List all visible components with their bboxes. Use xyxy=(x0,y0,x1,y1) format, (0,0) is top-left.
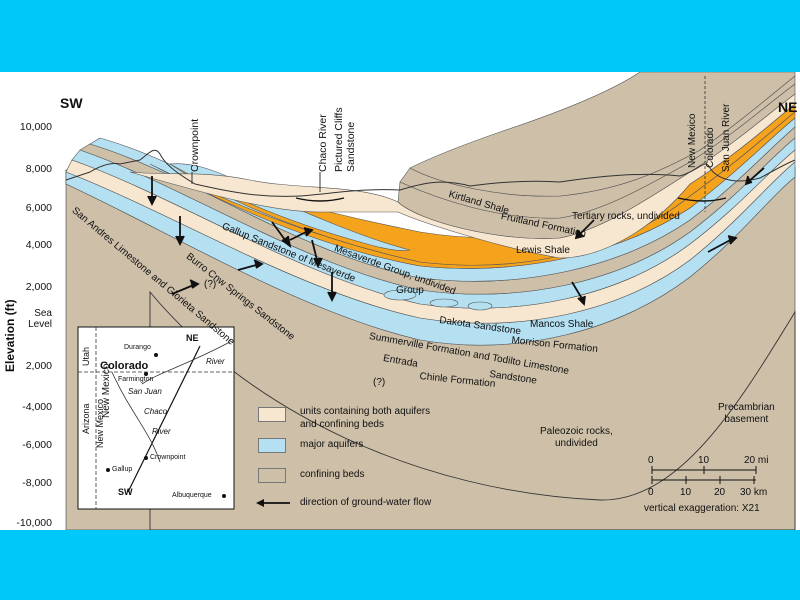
legend-label-confining: confining beds xyxy=(300,469,365,480)
tick-2000: 2,000 xyxy=(25,281,52,293)
aquifer-lens-3 xyxy=(467,301,493,311)
inset-basin-outline xyxy=(111,371,161,463)
tick-10000: 10,000 xyxy=(19,121,52,133)
inset-albuquerque-label: Albuquerque xyxy=(172,492,212,499)
inset-river-label: River xyxy=(152,427,171,436)
legend-arrowhead xyxy=(256,499,264,507)
scale-km-20: 20 xyxy=(714,487,726,498)
inset-crownpoint-label: Crownpoint xyxy=(150,454,186,461)
inset-new-mexico-2-label: New Mexico xyxy=(101,363,112,418)
flow-arrows xyxy=(147,167,765,306)
inset-towns xyxy=(106,353,226,498)
cross-section-figure xyxy=(65,72,796,530)
aquifer-lens-1 xyxy=(383,289,417,301)
paleozoic-rocks-label: Paleozoic rocks, undivided xyxy=(540,426,613,449)
scale-km-10: 10 xyxy=(680,487,692,498)
tick-6000: 6,000 xyxy=(25,202,52,214)
scale-bars xyxy=(651,466,757,484)
vertical-exaggeration-label: vertical exaggeration: X21 xyxy=(644,503,760,514)
land-surface xyxy=(65,149,796,197)
tertiary-rocks-label: Tertiary rocks, undivided xyxy=(572,211,680,222)
inset-river xyxy=(141,341,231,385)
aquifer-lens-2 xyxy=(429,298,459,308)
syncline-marker-1 xyxy=(295,197,345,202)
scale-mi-20: 20 mi xyxy=(744,455,769,466)
mancos-shale-label: Mancos Shale xyxy=(530,319,594,330)
cross-section-panel: SW NE Elevation (ft) 10,000 8,000 6,000 … xyxy=(0,72,800,530)
inset-map-frame xyxy=(77,326,235,510)
tick-neg-4000: -4,000 xyxy=(22,401,52,413)
scale-km-0: 0 xyxy=(648,487,654,498)
chaco-river-label: Chaco River xyxy=(317,114,329,172)
legend-swatch-mixed xyxy=(258,407,286,422)
tick-neg-10000: -10,000 xyxy=(16,517,52,529)
precambrian-basement-fill xyxy=(149,290,796,530)
direction-ne-label: NE xyxy=(778,99,798,115)
direction-sw-label: SW xyxy=(60,95,83,111)
scale-mi-0: 0 xyxy=(648,455,654,466)
inset-chaco-label: Chaco xyxy=(144,407,168,416)
tick-neg-6000: -6,000 xyxy=(22,439,52,451)
inset-durango-label: Durango xyxy=(124,344,151,351)
inset-san-juan-label: San Juan xyxy=(128,387,162,396)
tick-neg-8000: -8,000 xyxy=(22,477,52,489)
tick-sea-level: Sea Level xyxy=(28,308,52,330)
inset-arizona-label: Arizona xyxy=(81,403,91,434)
inset-utah-label: Utah xyxy=(81,346,91,366)
question-mark-2: (?) xyxy=(373,377,386,388)
precambrian-basement-label: Precambrian basement xyxy=(718,402,775,425)
inset-river-2-label: River xyxy=(206,357,225,366)
inset-sw-label: SW xyxy=(118,487,133,497)
new-mexico-location-label: New Mexico xyxy=(687,113,698,168)
san-juan-river-label: San Juan River xyxy=(721,103,732,172)
lewis-shale-label: Lewis Shale xyxy=(516,245,570,256)
pictured-cliffs-label: Pictured Cliffs Sandstone xyxy=(333,107,357,172)
tertiary-rocks-band xyxy=(409,72,796,197)
group-label: Group xyxy=(396,285,424,296)
inset-farmington-label: Farmington xyxy=(118,376,154,383)
syncline-marker-2 xyxy=(677,197,727,202)
tick-4000: 4,000 xyxy=(25,239,52,251)
scale-km-30: 30 km xyxy=(740,487,768,498)
question-mark-1: (?) xyxy=(204,279,217,290)
inset-ne-label: NE xyxy=(186,333,199,343)
crownpoint-label: Crownpoint xyxy=(189,118,201,172)
scale-mi-10: 10 xyxy=(698,455,710,466)
legend-swatch-aquifer xyxy=(258,438,286,453)
inset-colorado-label: Colorado xyxy=(100,360,149,372)
legend-swatch-confining xyxy=(258,468,286,483)
inset-section-line xyxy=(127,345,201,493)
tick-neg-2000: 2,000 xyxy=(25,360,52,372)
colorado-location-label: Colorado xyxy=(705,127,716,168)
tick-8000: 8,000 xyxy=(25,163,52,175)
legend-label-flow: direction of ground-water flow xyxy=(300,497,432,508)
inset-gallup-label: Gallup xyxy=(112,466,133,473)
legend-label-mixed: units containing both aquifers and confi… xyxy=(300,406,431,430)
legend-label-aquifer: major aquifers xyxy=(300,439,364,450)
